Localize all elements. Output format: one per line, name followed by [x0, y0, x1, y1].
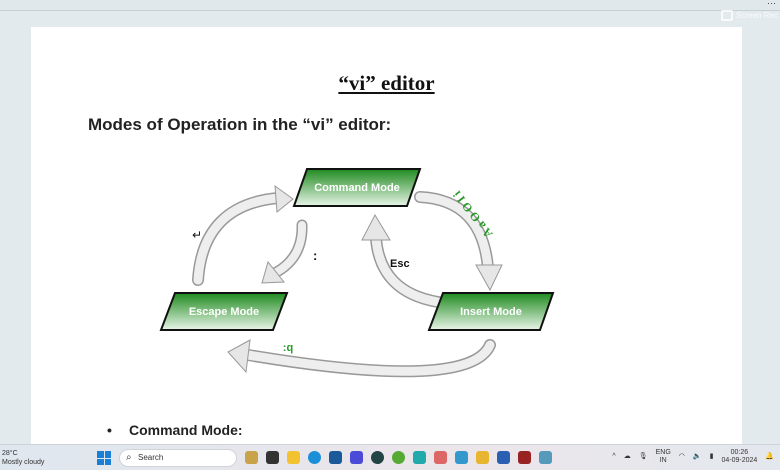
app-icon[interactable] [266, 451, 279, 464]
chrome-icon[interactable] [392, 451, 405, 464]
app-icon[interactable] [518, 451, 531, 464]
screen-recorder-watermark: Screen Rec [721, 10, 778, 21]
insert-mode-box: Insert Mode [427, 292, 555, 331]
app-icon[interactable] [476, 451, 489, 464]
escape-mode-label: Escape Mode [189, 306, 259, 318]
widget-icon[interactable] [245, 451, 258, 464]
notepad-icon[interactable] [539, 451, 552, 464]
arrow-insert-to-command [361, 213, 444, 308]
camera-icon [721, 10, 734, 21]
quit-label: :q [283, 342, 293, 354]
arrow-command-to-escape [261, 219, 308, 284]
microphone-icon[interactable]: 🎙 [638, 453, 648, 460]
chevron-up-icon[interactable]: ^ [612, 453, 616, 460]
wifi-icon[interactable]: ◠ [678, 453, 685, 460]
arrow-insert-to-escape [227, 339, 496, 378]
more-icon[interactable]: ··· [767, 0, 776, 8]
windows-start-icon[interactable] [97, 451, 111, 465]
app-icon[interactable] [350, 451, 363, 464]
snipping-icon[interactable] [434, 451, 447, 464]
volume-icon[interactable]: 🔈 [692, 453, 702, 460]
arrow-escape-to-command [192, 184, 294, 286]
esc-label: Esc [390, 258, 410, 270]
colon-label: : [313, 248, 317, 263]
taskbar-apps [245, 451, 552, 464]
battery-icon[interactable]: ▮ [709, 453, 714, 460]
command-mode-label: Command Mode [314, 182, 400, 194]
word-icon[interactable] [497, 451, 510, 464]
taskbar-search[interactable]: Search [119, 449, 237, 467]
app-icon[interactable] [455, 451, 468, 464]
bullet-command-mode: •Command Mode: [107, 422, 243, 438]
store-icon[interactable] [329, 451, 342, 464]
enter-label: ↵ [192, 228, 202, 242]
app-icon[interactable] [371, 451, 384, 464]
insert-mode-label: Insert Mode [460, 306, 522, 318]
arrow-command-to-insert [414, 191, 503, 292]
cloud-icon[interactable]: ☁ [623, 453, 631, 460]
section-heading: Modes of Operation in the “vi” editor: [88, 115, 392, 134]
escape-mode-box: Escape Mode [159, 292, 289, 331]
file-explorer-icon[interactable] [287, 451, 300, 464]
window-top-bar: ··· [0, 0, 780, 11]
page-title: “vi” editor [338, 71, 435, 95]
command-mode-box: Command Mode [292, 168, 422, 207]
edge-icon[interactable] [308, 451, 321, 464]
notification-icon[interactable]: 🔔 [765, 453, 774, 460]
recorder-icon[interactable] [413, 451, 426, 464]
